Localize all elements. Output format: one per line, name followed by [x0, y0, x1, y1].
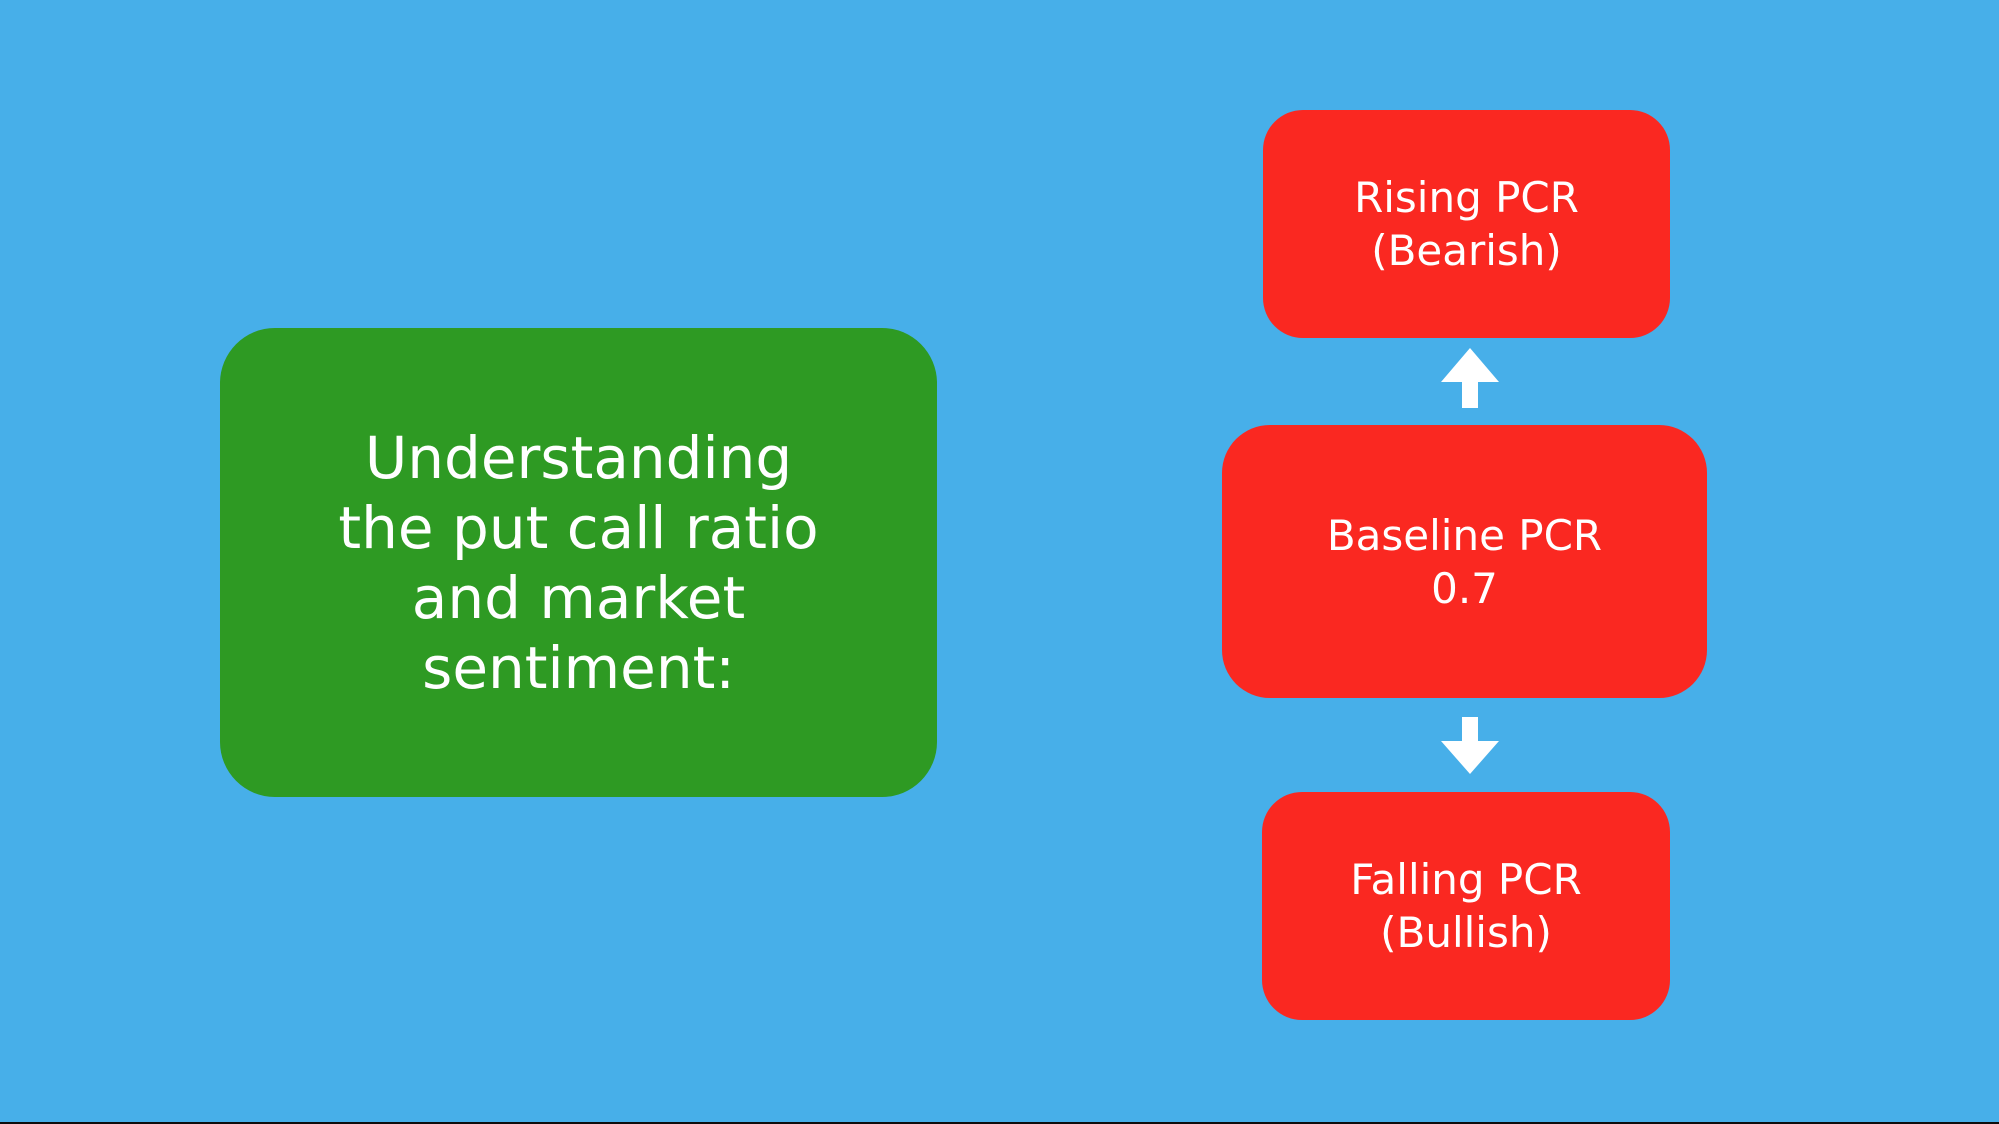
title-line-4: sentiment:	[422, 633, 735, 702]
falling-pcr-sentiment: (Bullish)	[1380, 908, 1552, 957]
rising-pcr-label: Rising PCR	[1354, 173, 1579, 222]
rising-pcr-box: Rising PCR (Bearish)	[1263, 110, 1670, 338]
baseline-pcr-value: 0.7	[1431, 563, 1498, 613]
rising-pcr-sentiment: (Bearish)	[1371, 226, 1562, 275]
title-card: Understanding the put call ratio and mar…	[220, 328, 937, 797]
title-line-3: and market	[411, 563, 746, 632]
falling-pcr-label: Falling PCR	[1350, 855, 1582, 904]
window-bottom-edge	[0, 1122, 1999, 1124]
baseline-pcr-box: Baseline PCR 0.7	[1222, 425, 1707, 698]
arrow-down-icon	[1441, 717, 1499, 774]
baseline-pcr-label: Baseline PCR	[1326, 510, 1603, 560]
arrow-up-icon	[1441, 348, 1499, 408]
title-line-2: the put call ratio	[338, 493, 819, 562]
title-line-1: Understanding	[364, 423, 793, 492]
falling-pcr-box: Falling PCR (Bullish)	[1262, 792, 1670, 1020]
